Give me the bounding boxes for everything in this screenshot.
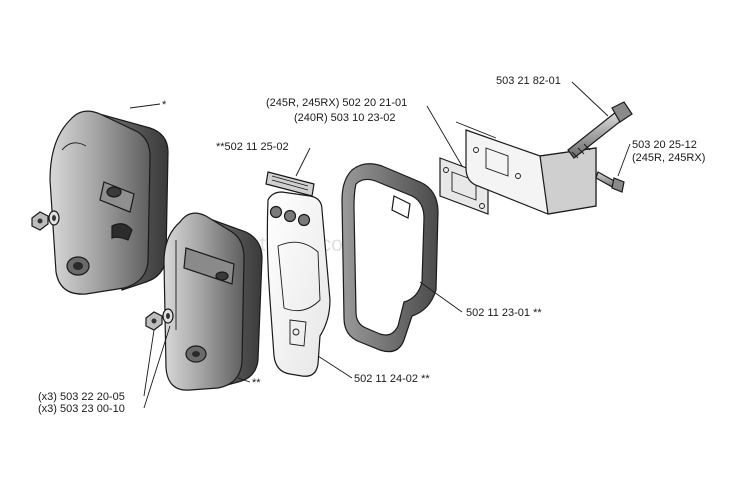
label-gasket-a: (245R, 245RX) 502 20 21-01	[266, 97, 407, 109]
leader-plate-top	[295, 147, 311, 177]
leader-nut	[143, 329, 155, 397]
short-screw	[595, 171, 625, 193]
label-screw-number: 503 20 25-12	[632, 139, 697, 151]
label-bolt: 503 21 82-01	[496, 75, 561, 87]
muffler-cover	[341, 163, 439, 353]
gasket-plate	[266, 191, 331, 377]
muffler-body-upper	[49, 110, 169, 295]
nut-washer-lower	[145, 308, 174, 331]
label-nut: (x3) 503 22 20-05	[38, 391, 125, 403]
label-gasket-b: (240R) 503 10 23-02	[294, 112, 396, 124]
leader-screw	[617, 143, 631, 177]
leader-muffler-lower	[237, 377, 251, 383]
leader-cover	[419, 281, 463, 313]
gasket-strip	[265, 171, 315, 197]
leader-plate-bottom	[317, 355, 353, 379]
mounting-bracket	[465, 129, 597, 215]
nut-washer-upper	[31, 210, 60, 231]
long-bolt	[567, 101, 633, 159]
label-muffler-lower: **	[252, 377, 261, 389]
label-cover: 502 11 23-01 **	[466, 307, 542, 319]
label-plate-top: **502 11 25-02	[216, 141, 289, 153]
label-washer: (x3) 503 23 00-10	[38, 403, 125, 415]
leader-gasket-b	[455, 121, 497, 139]
label-screw-models: (245R, 245RX)	[632, 152, 705, 164]
label-plate-bottom: 502 11 24-02 **	[354, 373, 430, 385]
muffler-body-lower	[163, 212, 263, 391]
leader-bolt	[571, 81, 609, 117]
leader-gasket-a	[426, 105, 463, 167]
leader-muffler-upper	[129, 103, 161, 109]
label-muffler-upper: *	[162, 99, 167, 111]
leader-washer	[143, 325, 171, 409]
